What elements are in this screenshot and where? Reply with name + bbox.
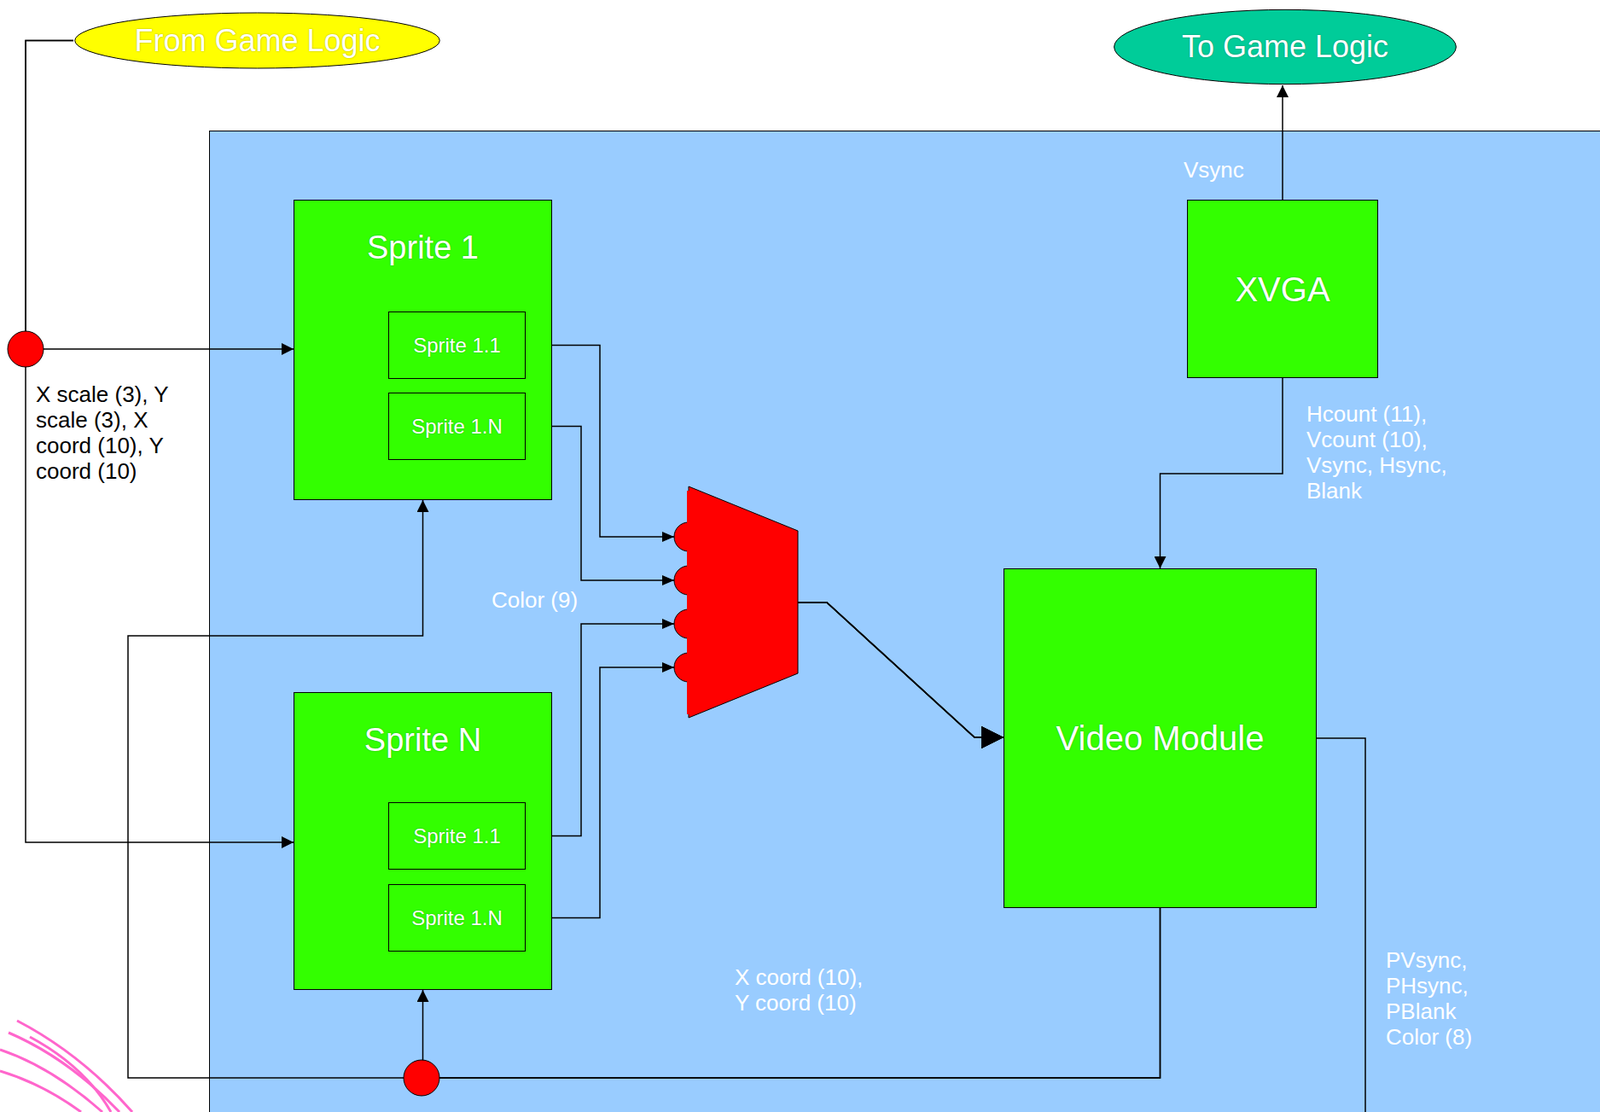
signal-label: Vsync — [1183, 157, 1245, 183]
corner-decoration — [0, 1020, 133, 1112]
signal-wire — [525, 345, 1004, 739]
source-terminal: From Game Logic — [73, 11, 442, 70]
signal-wire — [25, 40, 294, 350]
node-title: XVGA — [1234, 269, 1330, 309]
arrowhead — [662, 662, 675, 673]
signal-label: X coord (10), Y coord (10) — [734, 964, 872, 1016]
node-title: Sprite 1.N — [411, 906, 503, 931]
sprite-box: Sprite 1.N — [388, 392, 526, 460]
output-wire — [1316, 738, 1366, 1112]
mux-arrowheads — [662, 531, 675, 673]
node-title: From Game Logic — [133, 23, 380, 59]
sprite-box: Sprite 1.1 — [388, 311, 526, 379]
signal-label: X scale (3), Y scale (3), X coord (10), … — [35, 381, 173, 484]
decor-stroke — [17, 1020, 133, 1112]
oval-shape — [75, 12, 441, 69]
arrowhead — [662, 531, 675, 542]
sprite-box: Sprite 1.N — [388, 884, 526, 952]
arrowhead — [662, 575, 675, 586]
node-title: Sprite 1.N — [411, 414, 503, 439]
mux-seam — [686, 490, 691, 715]
node-title: Sprite 1.1 — [413, 824, 501, 849]
signal-label: Hcount (11), Vcount (10), Vsync, Hsync, … — [1306, 401, 1452, 504]
sink-terminal: To Game Logic — [1112, 8, 1458, 86]
split-dot — [403, 1059, 440, 1096]
vga-module: XVGA — [1186, 199, 1379, 379]
bus-width-label: Color (9) — [491, 587, 578, 613]
sprite-group: Sprite N Sprite 1.1Sprite 1.N — [293, 692, 553, 990]
node-title: Video Module — [1056, 718, 1265, 758]
node-title: Sprite 1 — [366, 229, 479, 268]
decor-stroke — [0, 1070, 82, 1112]
signal-wire — [25, 40, 294, 844]
signal-label: PVsync, PHsync, PBlank Color (8) — [1385, 947, 1497, 1050]
mux-body — [688, 486, 798, 718]
signal-wire — [1160, 378, 1284, 569]
sprite-box: Sprite 1.1 — [388, 802, 526, 870]
decor-stroke — [29, 1036, 111, 1112]
oval-shape — [1114, 9, 1457, 84]
node-title: Sprite 1.1 — [413, 333, 501, 358]
signal-wire — [1281, 85, 1284, 200]
signal-wire — [525, 426, 1004, 739]
split-dot — [7, 331, 44, 367]
node-title: To Game Logic — [1181, 29, 1389, 64]
node-title: Sprite N — [364, 721, 482, 760]
sprite-group: Sprite 1 Sprite 1.1Sprite 1.N — [293, 199, 553, 501]
arrowhead — [662, 618, 675, 629]
video-module: Video Module — [1003, 568, 1317, 908]
